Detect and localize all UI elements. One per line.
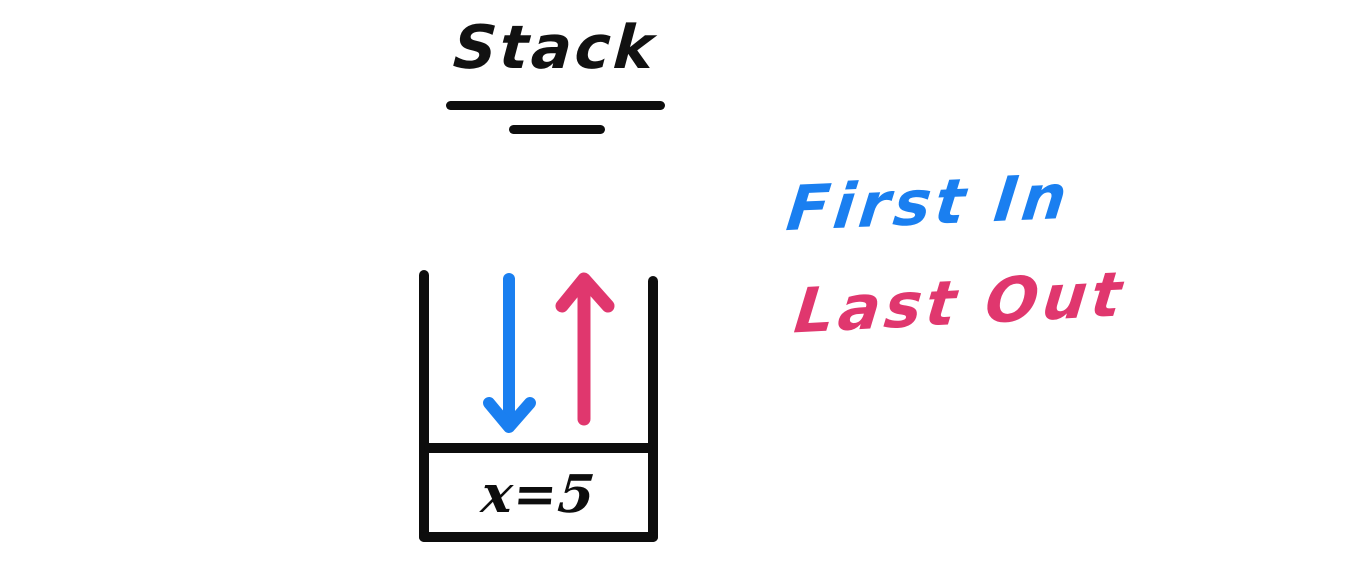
stack-wall-left <box>419 270 429 542</box>
annotation-first-in: First In <box>783 159 1075 246</box>
page-title: Stack <box>451 13 659 83</box>
title-underline-short <box>509 125 605 134</box>
title-underline-long <box>446 101 665 110</box>
stack-wall-bottom <box>419 532 658 542</box>
annotation-last-out: Last Out <box>791 257 1130 348</box>
stack-wall-right <box>648 276 658 542</box>
stack-cell-divider <box>424 443 653 453</box>
push-arrow-down-icon <box>483 273 536 433</box>
stack-cell-value: x=5 <box>478 463 599 525</box>
pop-arrow-up-icon <box>555 272 615 426</box>
